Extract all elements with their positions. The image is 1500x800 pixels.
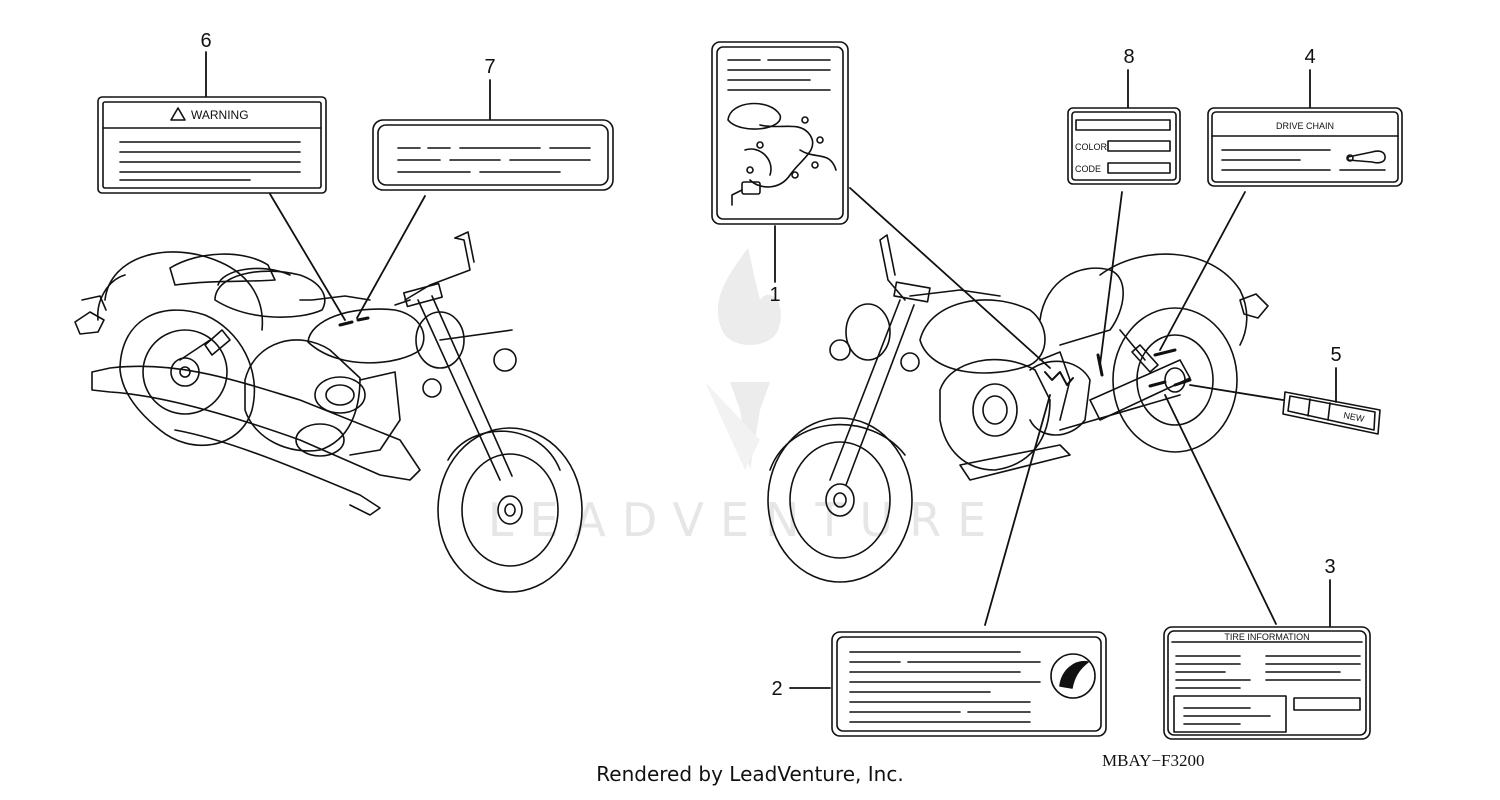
label-4-drive-chain [1207,107,1403,187]
code-label-text: CODE [1075,164,1101,174]
callout-4: 4 [1304,46,1315,68]
label-2-honda-info [831,631,1107,737]
watermark: LEADVENTURE [488,248,1003,547]
drive-chain-label-text: DRIVE CHAIN [1276,121,1334,131]
tire-information-label-text: TIRE INFORMATION [1224,632,1309,642]
label-6-warning [97,96,327,194]
callout-2: 2 [771,678,782,700]
diagram-code: MBAY−F3200 [1102,751,1205,770]
label-3-tire-information [1163,626,1371,740]
motorcycle-right [767,234,1269,583]
label-8-color-code [1067,107,1181,185]
warning-label-text: WARNING [191,108,249,122]
label-5-new [1282,391,1381,435]
honda-wing-icon [1050,653,1096,699]
warning-triangle-icon [170,107,186,121]
new-label-text: NEW [1343,410,1366,424]
callout-3: 3 [1324,556,1335,578]
leader-lines [205,51,1337,689]
label-1-hose-routing [711,41,849,225]
watermark-flame-icon [700,248,781,470]
footer-credit: Rendered by LeadVenture, Inc. [596,762,904,786]
color-label-text: COLOR [1075,142,1108,152]
callout-7: 7 [484,56,495,78]
callout-6: 6 [200,30,211,52]
callout-5: 5 [1330,344,1341,366]
watermark-text: LEADVENTURE [488,493,1003,547]
motorcycle-left [74,231,583,593]
callout-1: 1 [769,284,780,306]
label-7 [372,119,614,191]
chain-adjuster-icon [1347,150,1386,164]
callout-8: 8 [1123,46,1134,68]
